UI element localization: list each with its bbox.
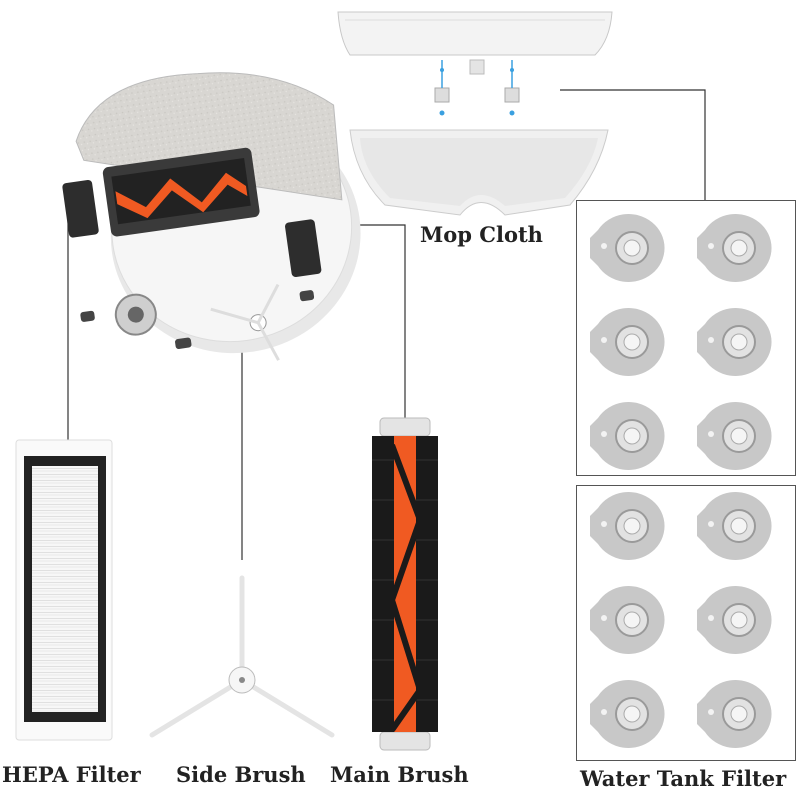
water-tank-filter-disc bbox=[590, 402, 665, 471]
water-tank-filter-label: Water Tank Filter bbox=[580, 766, 787, 791]
connector-water-tank bbox=[560, 89, 706, 200]
water-tank-filter-disc bbox=[697, 402, 772, 471]
main-brush bbox=[372, 417, 438, 751]
robot-vacuum bbox=[62, 72, 361, 361]
robot-side-brush bbox=[210, 283, 280, 361]
water-tank-filters bbox=[590, 214, 772, 748]
water-tank-filter-disc bbox=[697, 214, 772, 283]
side-brush bbox=[149, 575, 335, 738]
water-tank bbox=[337, 11, 613, 103]
water-tank-filter-disc bbox=[590, 679, 665, 748]
water-tank-filter-disc bbox=[697, 679, 772, 748]
mop-cloth-label: Mop Cloth bbox=[420, 222, 543, 247]
side-brush-label: Side Brush bbox=[176, 762, 306, 787]
water-tank-filter-disc bbox=[697, 492, 772, 561]
water-tank-filter-disc bbox=[590, 492, 665, 561]
water-tank-filter-disc bbox=[590, 308, 665, 377]
water-tank-filter-disc bbox=[697, 308, 772, 377]
hepa-filter bbox=[15, 439, 113, 741]
main-brush-label: Main Brush bbox=[330, 762, 469, 787]
mop-cloth bbox=[349, 129, 609, 216]
water-tank-filter-disc bbox=[590, 214, 665, 283]
water-tank-filter-disc bbox=[697, 586, 772, 654]
water-tank-filter-disc bbox=[590, 586, 665, 654]
hepa-filter-label: HEPA Filter bbox=[2, 762, 141, 787]
